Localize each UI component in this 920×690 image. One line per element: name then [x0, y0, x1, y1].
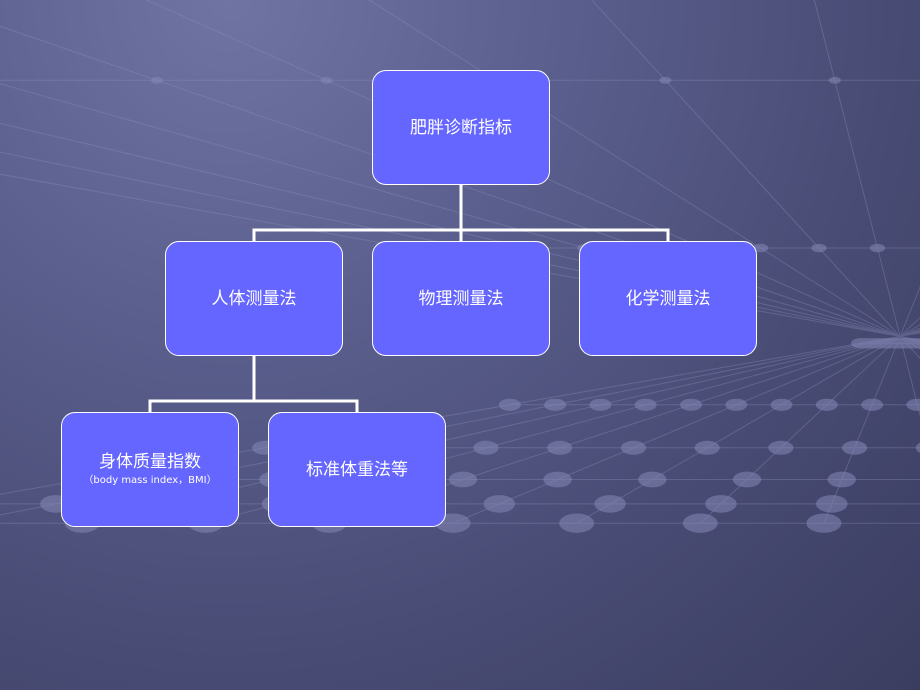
grid-dot: [544, 398, 567, 411]
grid-dot: [828, 76, 841, 84]
grid-line: [0, 83, 920, 343]
grid-dot: [915, 338, 920, 348]
grid-dot: [705, 495, 737, 513]
grid-dot: [861, 398, 884, 411]
grid-dot: [638, 471, 667, 488]
grid-dot: [543, 471, 572, 488]
node-label: 化学测量法: [625, 288, 711, 309]
grid-line: [0, 25, 920, 344]
node-anthropometric-method: 人体测量法: [165, 241, 343, 356]
grid-dot: [806, 513, 842, 533]
grid-dot: [448, 471, 478, 488]
grid-dot: [768, 440, 794, 455]
grid-dot: [682, 513, 718, 533]
grid-dot: [320, 76, 333, 84]
grid-line: [0, 122, 920, 342]
node-label: 肥胖诊断指标: [410, 117, 512, 138]
node-body-mass-index: 身体质量指数 （body mass index，BMI）: [61, 412, 239, 527]
node-chemical-method: 化学测量法: [579, 241, 757, 356]
grid-dot: [827, 471, 856, 488]
grid-dot: [815, 398, 838, 411]
grid-dot: [752, 243, 769, 253]
grid-dot: [659, 76, 672, 84]
grid-dot: [634, 398, 657, 411]
grid-dot: [732, 471, 762, 488]
grid-dot: [725, 398, 748, 411]
grid-dot: [816, 495, 848, 513]
grid-dot: [770, 398, 793, 411]
grid-dot: [915, 442, 920, 454]
grid-dot: [547, 440, 573, 455]
grid-dot: [473, 440, 499, 455]
grid-dot: [694, 440, 720, 455]
grid-dot: [680, 398, 702, 411]
grid-dot: [906, 398, 920, 411]
grid-dot: [589, 398, 612, 411]
node-sublabel: （body mass index，BMI）: [83, 475, 217, 486]
grid-dot: [594, 495, 626, 513]
node-label: 物理测量法: [418, 288, 504, 309]
node-label: 标准体重法等: [306, 459, 408, 480]
node-physical-method: 物理测量法: [372, 241, 550, 356]
grid-dot: [811, 243, 827, 253]
grid-dot: [483, 495, 516, 513]
node-obesity-diagnostic-indicators: 肥胖诊断指标: [372, 70, 550, 185]
grid-line: [591, 0, 920, 359]
grid-dot: [620, 440, 647, 455]
node-standard-weight-method: 标准体重法等: [268, 412, 446, 527]
node-label: 人体测量法: [211, 288, 297, 309]
grid-dot: [498, 398, 521, 411]
node-label: 身体质量指数: [99, 452, 201, 472]
grid-line: [368, 0, 920, 350]
grid-dot: [842, 440, 868, 455]
grid-dot: [150, 76, 164, 84]
grid-dot: [559, 513, 595, 533]
grid-dot: [869, 243, 886, 253]
